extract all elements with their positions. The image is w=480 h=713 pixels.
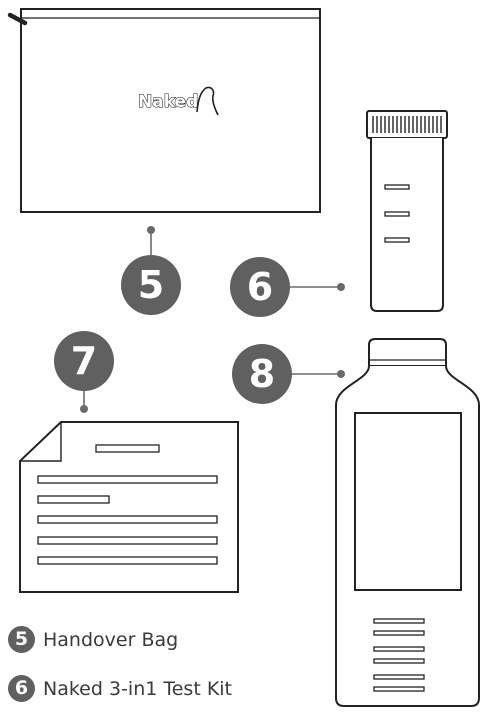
leader-dot-5 [147, 226, 155, 234]
leader-dots [80, 226, 345, 413]
bottle-cap [369, 339, 446, 366]
bag-logo-text: Naked [138, 92, 198, 112]
callout-7-number: 7 [71, 339, 97, 383]
leader-dot-8 [337, 370, 345, 378]
callout-8: 8 [232, 344, 292, 404]
handover-bag: Naked [10, 9, 320, 212]
callout-6-number: 6 [247, 265, 273, 309]
callout-7: 7 [54, 331, 114, 391]
callout-5: 5 [121, 255, 181, 315]
test-kit-tube [367, 111, 447, 311]
legend-number-badge: 6 [8, 675, 35, 702]
tube-body [371, 138, 443, 311]
tube-cap [367, 111, 447, 138]
bottle-label [355, 413, 461, 590]
leader-lines [84, 230, 341, 409]
document [20, 422, 238, 592]
callout-8-number: 8 [249, 352, 275, 396]
bottle [336, 339, 479, 706]
legend-item-test-kit: 6 Naked 3-in1 Test Kit [8, 675, 232, 702]
legend-item-handover-bag: 5 Handover Bag [8, 626, 178, 653]
callout-6: 6 [230, 257, 290, 317]
legend-label: Handover Bag [43, 629, 178, 651]
legend-label: Naked 3-in1 Test Kit [43, 678, 232, 700]
leader-dot-7 [80, 405, 88, 413]
leader-dot-6 [337, 283, 345, 291]
callout-5-number: 5 [138, 263, 164, 307]
legend-number-badge: 5 [8, 626, 35, 653]
